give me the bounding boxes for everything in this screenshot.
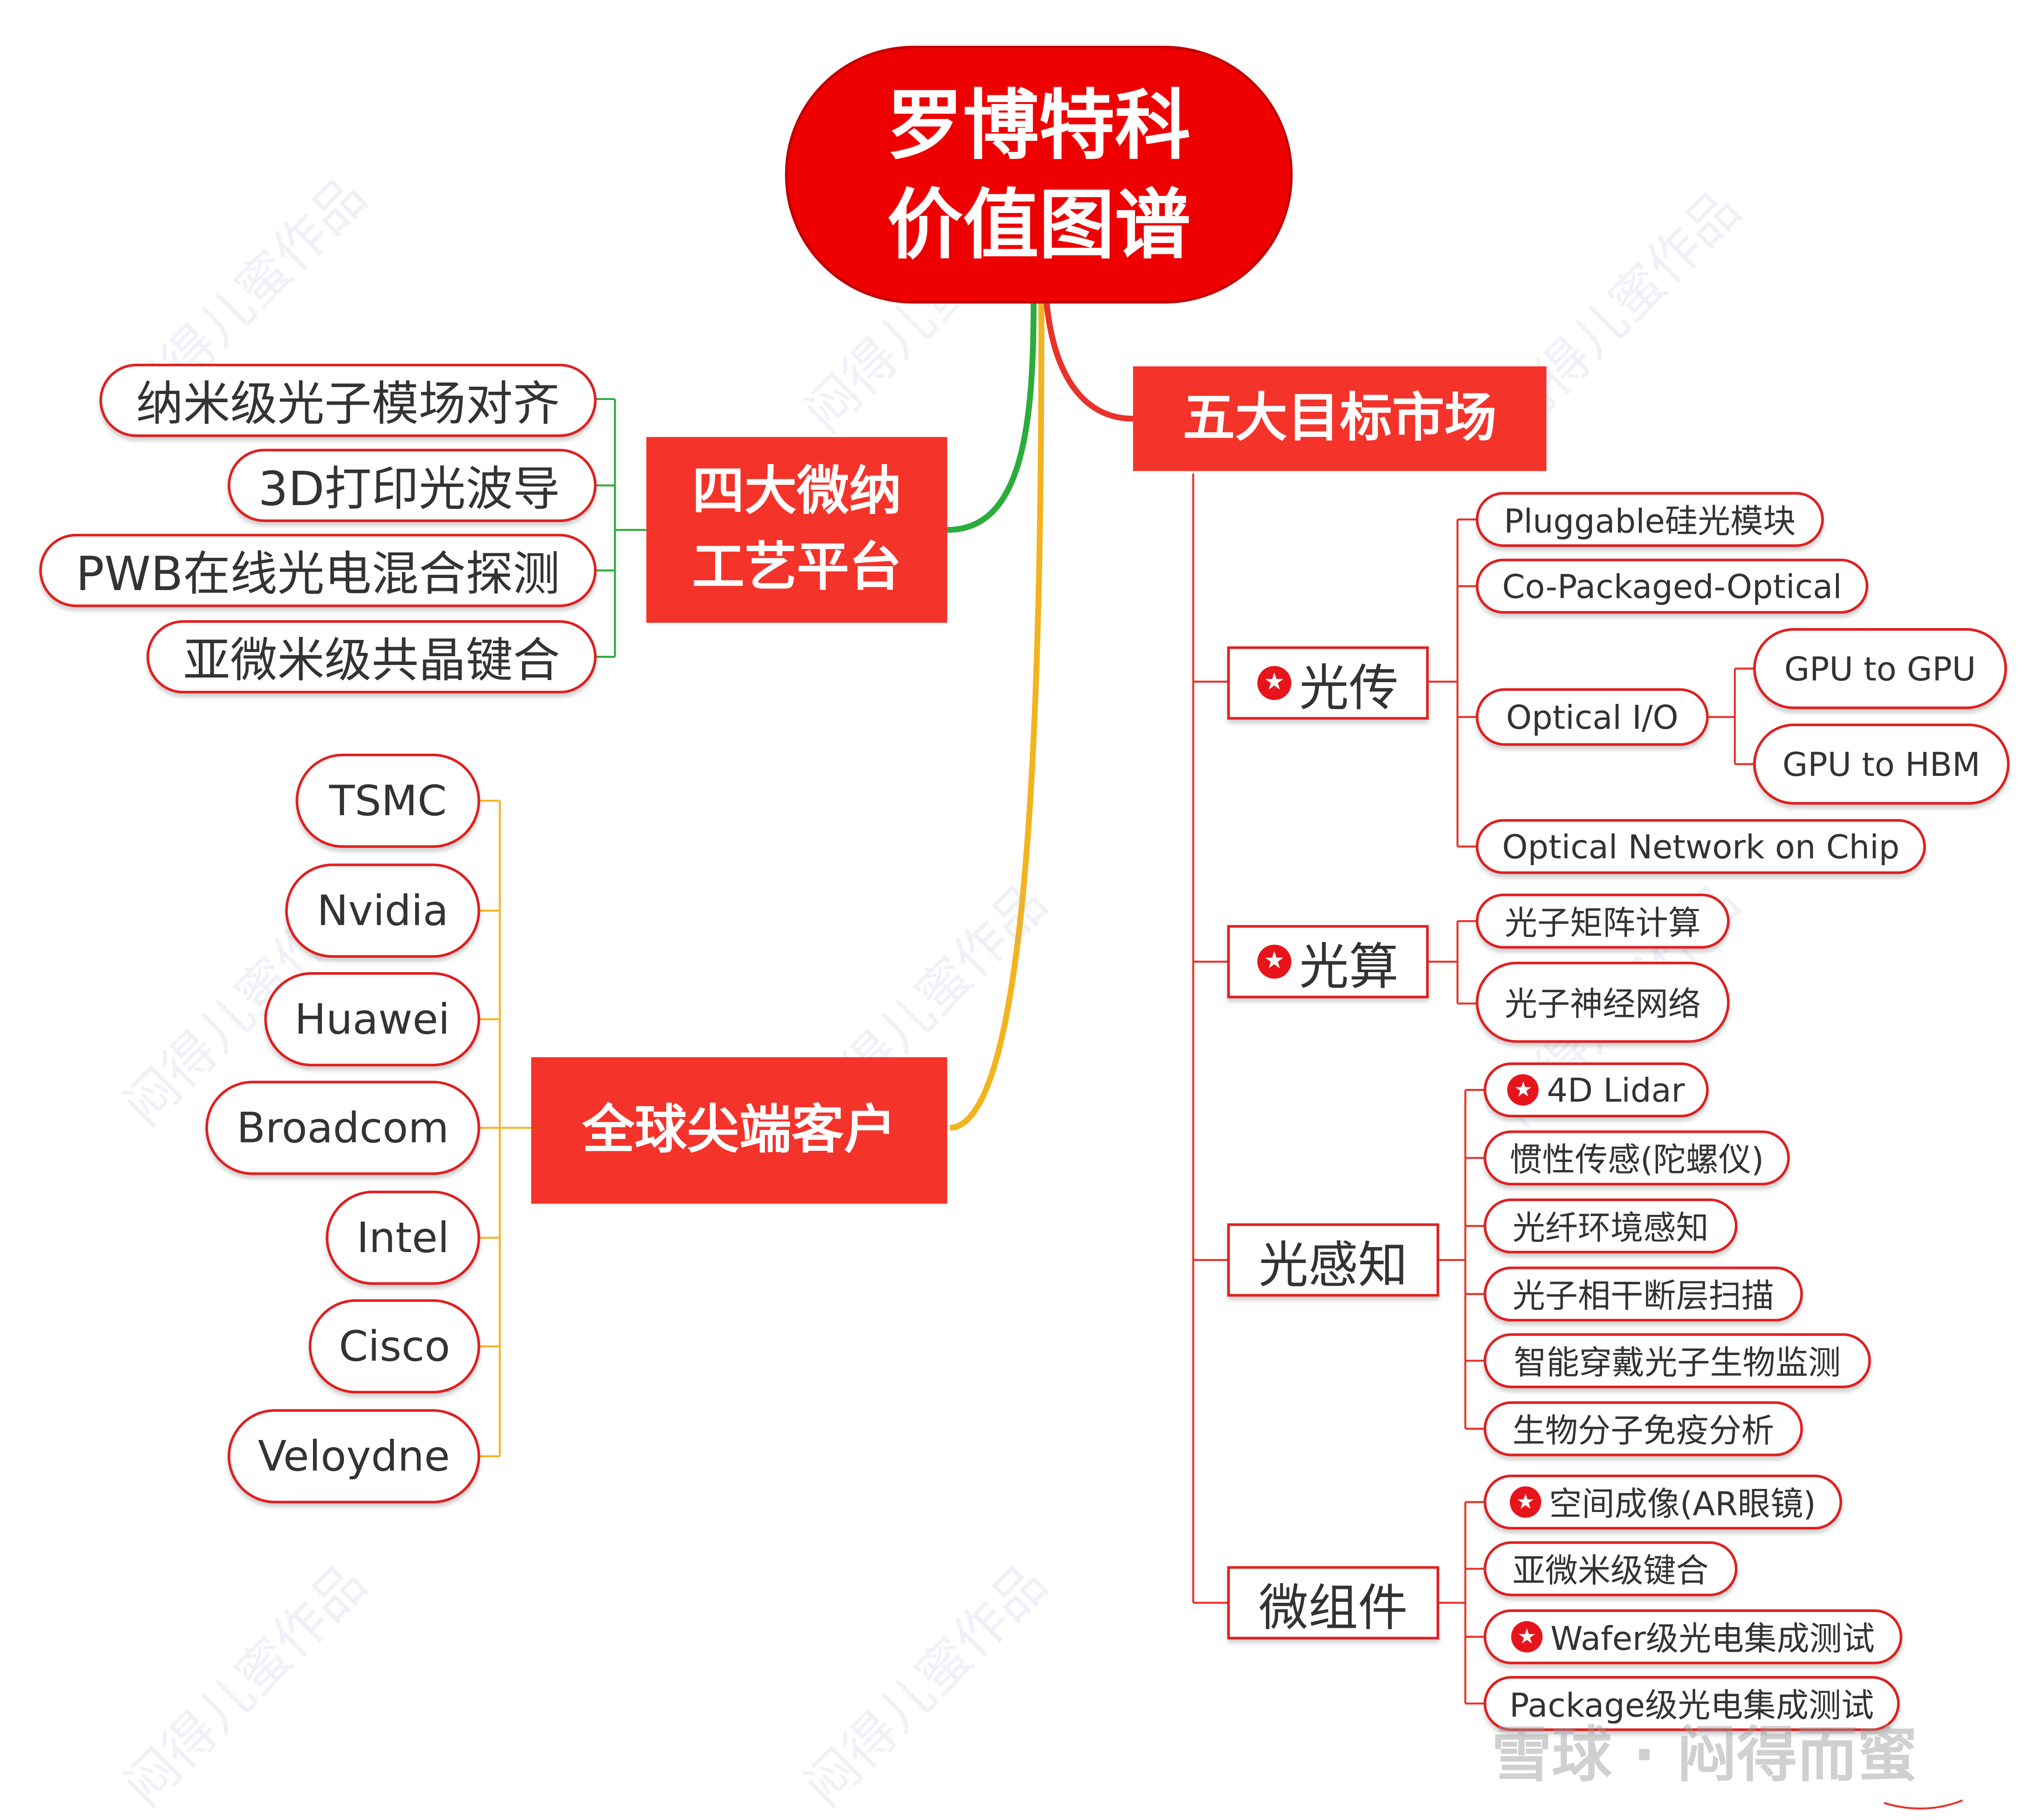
customer-label: Broadcom: [236, 1103, 449, 1153]
market-subitem-label: GPU to HBM: [1782, 745, 1981, 783]
customer-item[interactable]: Nvidia: [285, 863, 480, 958]
market-group-optical-sensing[interactable]: 光感知: [1227, 1223, 1439, 1297]
customer-label: Cisco: [339, 1321, 450, 1371]
market-item[interactable]: 光子矩阵计算: [1476, 893, 1730, 949]
market-item[interactable]: 惯性传感(陀螺仪): [1484, 1130, 1790, 1186]
platform-item-label: 纳米级光子模场对齐: [136, 378, 560, 432]
platform-item[interactable]: PWB在线光电混合探测: [39, 534, 597, 607]
customer-item[interactable]: TSMC: [295, 753, 480, 848]
markets-bracket: [1192, 473, 1753, 1705]
platforms-title-line1: 四大微纳: [692, 462, 902, 522]
connector-markets: [1044, 303, 1133, 422]
market-subitem[interactable]: GPU to HBM: [1753, 723, 2010, 805]
market-item[interactable]: ★ Wafer级光电集成测试: [1484, 1609, 1902, 1664]
platforms-bracket: [596, 398, 647, 658]
customer-item[interactable]: Veloydne: [227, 1409, 480, 1504]
market-item-label: Package级光电集成测试: [1509, 1687, 1874, 1725]
market-item-label: 光子矩阵计算: [1504, 904, 1701, 942]
root-node[interactable]: 罗博特科 价值图谱: [785, 46, 1293, 304]
star-icon: ★: [1507, 1074, 1539, 1106]
customer-label: Nvidia: [317, 886, 449, 936]
customers-node[interactable]: 全球尖端客户: [531, 1057, 947, 1204]
markets-title: 五大目标市场: [1183, 388, 1497, 449]
footer-watermark: 雪球 · 闷得而蜜: [1491, 1719, 1918, 1790]
platform-item-label: 亚微米级共晶键合: [183, 634, 560, 688]
market-subitem[interactable]: GPU to GPU: [1753, 628, 2007, 709]
market-item[interactable]: 光纤环境感知: [1484, 1198, 1738, 1254]
market-item-label: 生物分子免疫分析: [1512, 1412, 1774, 1450]
customer-item[interactable]: Broadcom: [205, 1081, 480, 1175]
root-title-line2: 价值图谱: [887, 180, 1191, 269]
market-item-label: 亚微米级键合: [1512, 1552, 1709, 1590]
customer-label: Veloydne: [258, 1431, 450, 1481]
market-group-optical-transmission[interactable]: ★ 光传: [1227, 646, 1429, 720]
connector-customers: [950, 303, 1045, 1131]
platform-item[interactable]: 纳米级光子模场对齐: [99, 364, 597, 437]
markets-node[interactable]: 五大目标市场: [1133, 366, 1547, 471]
star-icon: ★: [1510, 1486, 1541, 1518]
platform-item[interactable]: 亚微米级共晶键合: [146, 620, 597, 694]
market-group-label: 光算: [1299, 937, 1399, 995]
platforms-title-line2: 工艺平台: [692, 537, 902, 598]
customers-title: 全球尖端客户: [582, 1100, 896, 1161]
market-item-label: Co-Packaged-Optical: [1502, 567, 1842, 606]
market-item-label: 4D Lidar: [1547, 1071, 1685, 1109]
market-item-label: 智能穿戴光子生物监测: [1514, 1343, 1841, 1382]
customer-label: TSMC: [329, 776, 447, 826]
connector-platforms: [947, 303, 1037, 533]
star-icon: ★: [1257, 666, 1291, 700]
market-group-optical-computing[interactable]: ★ 光算: [1227, 925, 1429, 999]
market-item[interactable]: ★ 4D Lidar: [1484, 1062, 1709, 1118]
market-item-label: 光子相干断层扫描: [1512, 1277, 1774, 1315]
platforms-node[interactable]: 四大微纳 工艺平台: [646, 437, 947, 623]
market-item[interactable]: Co-Packaged-Optical: [1476, 559, 1869, 614]
market-item[interactable]: Pluggable硅光模块: [1476, 492, 1824, 547]
market-item[interactable]: ★ 空间成像(AR眼镜): [1484, 1474, 1842, 1530]
market-item[interactable]: Package级光电集成测试: [1484, 1676, 1900, 1731]
market-item[interactable]: 光子神经网络: [1476, 961, 1730, 1043]
market-item[interactable]: 光子相干断层扫描: [1484, 1266, 1803, 1322]
market-item-label: Pluggable硅光模块: [1504, 502, 1796, 541]
signature-mark: [1884, 1799, 1963, 1810]
market-group-label: 微组件: [1258, 1579, 1408, 1636]
market-item-label: 空间成像(AR眼镜): [1549, 1485, 1816, 1523]
customer-item[interactable]: Huawei: [264, 972, 480, 1067]
star-icon: ★: [1257, 945, 1291, 979]
market-item[interactable]: 生物分子免疫分析: [1484, 1401, 1803, 1456]
market-subitem-label: GPU to GPU: [1784, 649, 1976, 688]
customer-label: Intel: [357, 1213, 449, 1263]
market-item-label: 光子神经网络: [1504, 985, 1701, 1023]
market-group-label: 光感知: [1258, 1235, 1408, 1294]
market-item-label: Optical Network on Chip: [1502, 827, 1900, 866]
customer-item[interactable]: Cisco: [308, 1299, 480, 1394]
market-item-label: 光纤环境感知: [1512, 1209, 1709, 1247]
platform-item-label: PWB在线光电混合探测: [76, 548, 560, 602]
market-item-label: Wafer级光电集成测试: [1550, 1620, 1875, 1658]
customer-label: Huawei: [294, 994, 450, 1044]
market-item[interactable]: 亚微米级键合: [1484, 1541, 1738, 1597]
customer-item[interactable]: Intel: [326, 1191, 480, 1285]
market-group-micro-components[interactable]: 微组件: [1227, 1566, 1439, 1640]
market-group-label: 光传: [1299, 659, 1399, 716]
star-icon: ★: [1511, 1621, 1543, 1653]
customers-bracket: [480, 800, 531, 1458]
platform-item[interactable]: 3D打印光波导: [227, 449, 597, 522]
market-item-label: Optical I/O: [1506, 698, 1679, 736]
market-item[interactable]: 智能穿戴光子生物监测: [1484, 1333, 1871, 1389]
root-title-line1: 罗博特科: [887, 80, 1191, 169]
market-item[interactable]: Optical Network on Chip: [1476, 819, 1926, 874]
platform-item-label: 3D打印光波导: [258, 463, 560, 517]
market-item[interactable]: Optical I/O: [1476, 688, 1709, 746]
market-item-label: 惯性传感(陀螺仪): [1509, 1141, 1764, 1179]
